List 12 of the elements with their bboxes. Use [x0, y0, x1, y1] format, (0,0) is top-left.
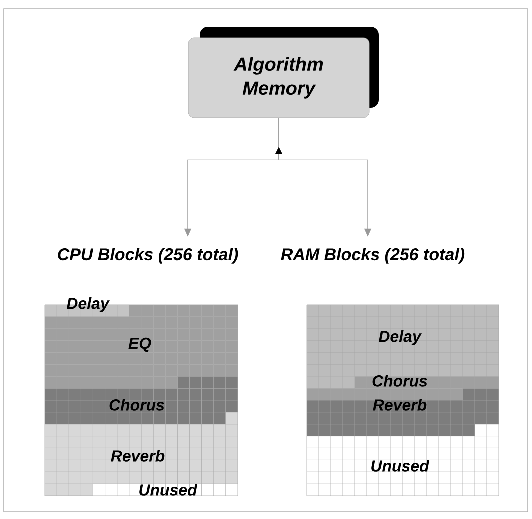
block-label: Reverb — [111, 450, 165, 462]
block-label: Chorus — [110, 399, 164, 411]
block-label: Delay — [66, 298, 110, 312]
block-label: Unused — [140, 484, 198, 496]
group-heading: CPU Blocks (256 total) — [58, 248, 238, 264]
block-label: EQ — [128, 338, 152, 352]
block-label: Unused — [372, 460, 430, 472]
block-label: Reverb — [373, 399, 427, 411]
block-label: Delay — [378, 330, 422, 346]
process-box: Algorithm Memory — [188, 27, 379, 118]
group-heading: RAM Blocks (256 total) — [281, 248, 465, 264]
block-label: Chorus — [372, 375, 428, 387]
